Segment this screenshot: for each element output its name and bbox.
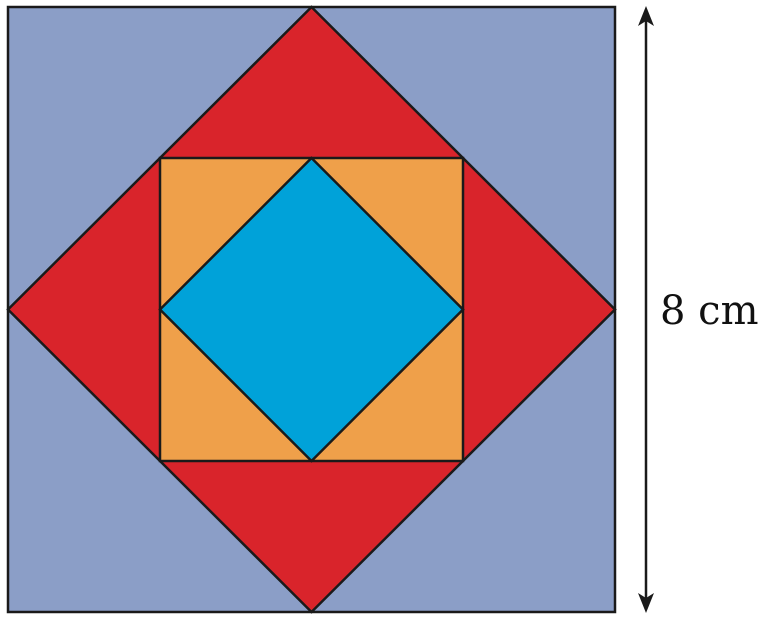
arrow-up-icon <box>638 6 654 26</box>
dimension-label: 8 cm <box>660 288 759 334</box>
blue-diamond <box>158 156 465 463</box>
dimension-arrow <box>638 6 654 613</box>
arrow-down-icon <box>638 593 654 613</box>
